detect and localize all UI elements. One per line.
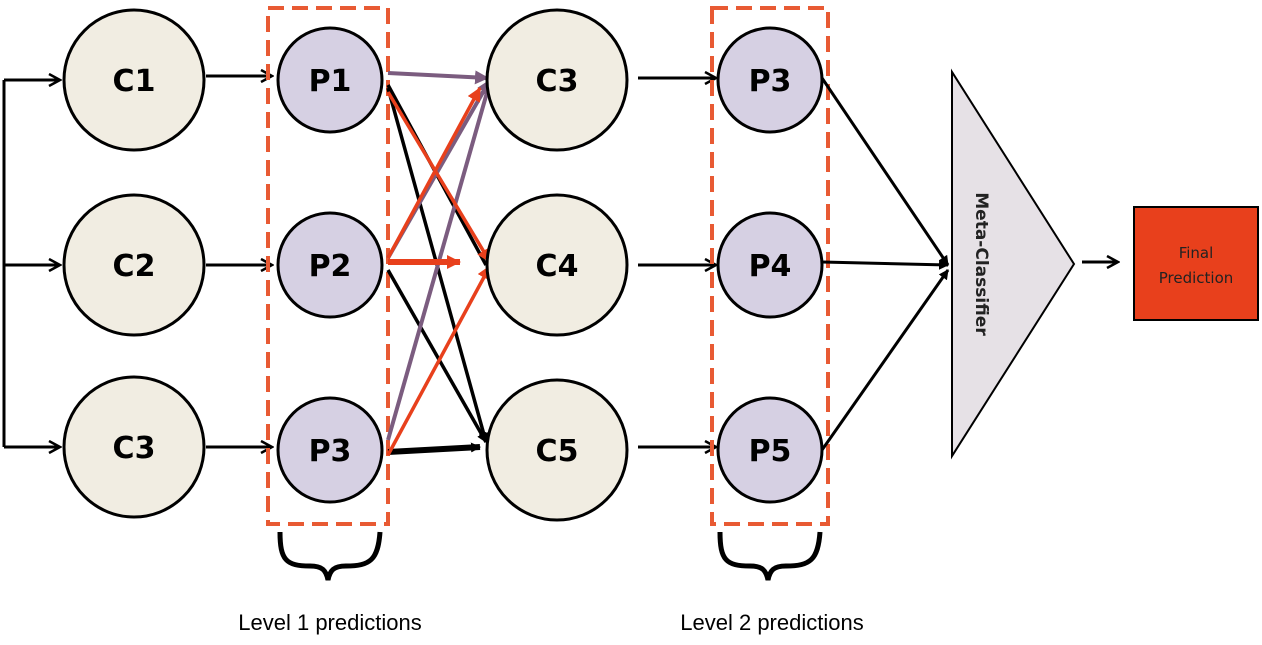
input-bus <box>2 80 60 447</box>
level1-caption: Level 1 predictions <box>238 610 421 635</box>
node-label: C2 <box>113 249 156 284</box>
level2-prediction-p3: P3 <box>716 26 824 134</box>
node-label: C4 <box>536 249 579 284</box>
node-label: P2 <box>309 249 352 284</box>
node-label: C3 <box>536 64 579 99</box>
level2-brace <box>717 531 823 581</box>
final-prediction-box: Final Prediction <box>1133 206 1259 321</box>
node-label: P4 <box>749 249 792 284</box>
level2-caption: Level 2 predictions <box>680 610 863 635</box>
level1-prediction-p1: P1 <box>276 26 384 134</box>
level2-dashed-box <box>710 6 830 526</box>
node-label: P5 <box>749 434 792 469</box>
node-label: C1 <box>113 64 156 99</box>
final-label-line1: Final <box>1179 244 1214 262</box>
final-label-line2: Prediction <box>1159 269 1234 287</box>
level2-prediction-p5: P5 <box>716 396 824 504</box>
level2-classifier-c5: C5 <box>485 378 629 522</box>
node-label: P3 <box>309 434 352 469</box>
level2-prediction-p4: P4 <box>716 211 824 319</box>
level2-classifier-c4: C4 <box>485 193 629 337</box>
level0-classifier-c1: C1 <box>62 8 206 152</box>
node-label: C3 <box>113 431 156 466</box>
level1-brace <box>277 531 383 581</box>
arrow-p3-meta <box>820 77 950 266</box>
meta-classifier: Meta-Classifier <box>951 68 1076 460</box>
meta-classifier-label: Meta-Classifier <box>971 192 991 336</box>
level0-classifier-c2: C2 <box>62 193 206 337</box>
level0-classifier-c3: C3 <box>62 375 206 519</box>
level1-prediction-p3: P3 <box>276 396 384 504</box>
level1-prediction-p2: P2 <box>276 211 384 319</box>
arrow-p4-meta <box>821 259 949 270</box>
node-label: C5 <box>536 434 579 469</box>
cross-connections <box>386 70 494 456</box>
node-label: P1 <box>309 64 352 99</box>
node-label: P3 <box>749 64 792 99</box>
level2-classifier-c3: C3 <box>485 8 629 152</box>
level1-dashed-box <box>266 6 390 526</box>
arrow-p5-meta <box>820 269 950 451</box>
